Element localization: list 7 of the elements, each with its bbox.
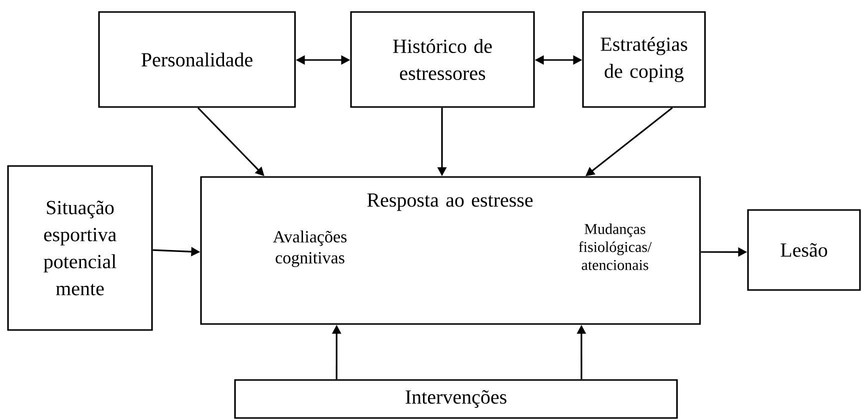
box: Estratégias de coping bbox=[582, 11, 706, 108]
box: Histórico de estressores bbox=[350, 11, 535, 108]
box: Intervenções bbox=[234, 379, 678, 419]
box: Situação esportiva potencial mente bbox=[7, 165, 153, 331]
box: Lesão bbox=[747, 209, 861, 291]
response-box: Resposta ao estresse Avaliações cognitivas Mudanças fisiológicas/ atencionais bbox=[200, 176, 701, 325]
box: Personalidade bbox=[98, 11, 296, 108]
